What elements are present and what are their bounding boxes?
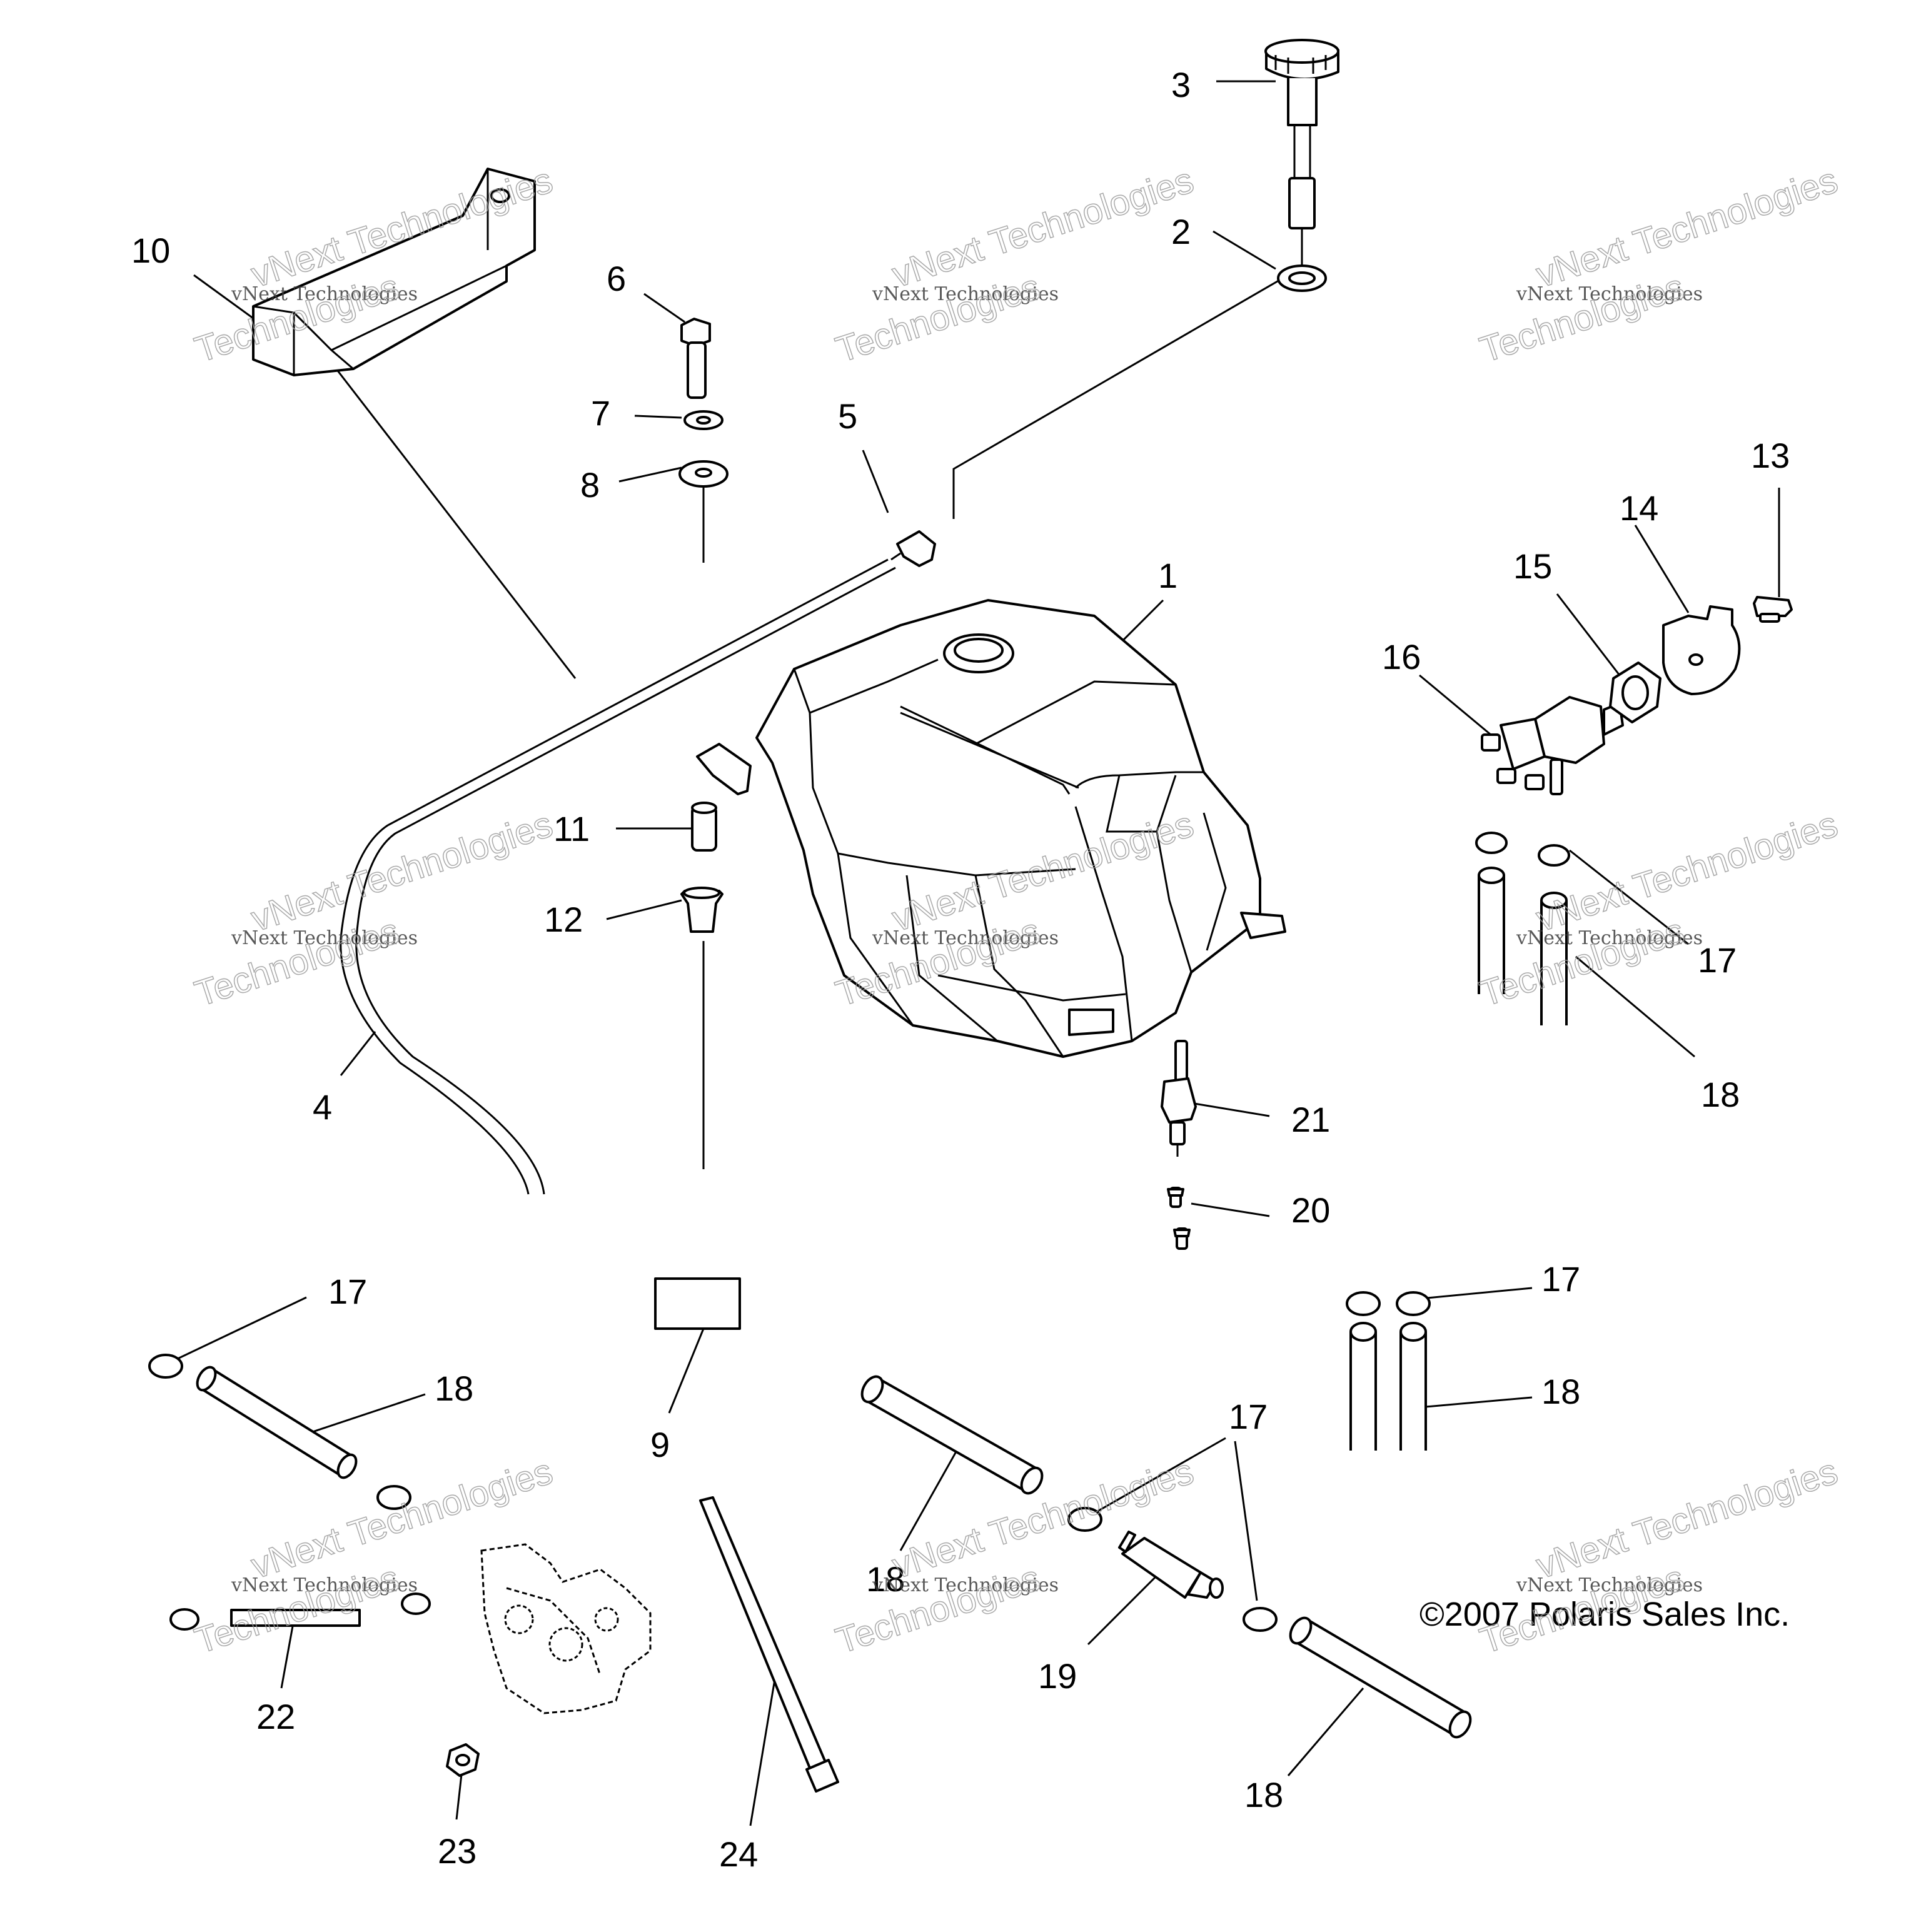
callout-label: 23 (438, 1831, 476, 1871)
hose-part (1478, 867, 1568, 1025)
callout-label: 5 (838, 396, 857, 436)
callout-labels: 1 2 3 4 5 6 7 8 9 10 11 12 13 14 15 16 1… (131, 65, 1790, 1874)
watermark-line: vNext Technologies (1531, 1451, 1842, 1586)
watermark-line: vNext Technologies (1516, 283, 1703, 305)
short-hose-part (169, 1592, 431, 1631)
callout-label: 4 (313, 1087, 332, 1127)
fuel-pump-part (1481, 696, 1624, 795)
callout-label: 9 (650, 1425, 670, 1464)
watermark-line: vNext Technologies (246, 803, 557, 939)
watermark-line: vNext Technologies (231, 283, 418, 305)
watermark-line: vNext Technologies (1516, 927, 1703, 949)
spacer-part (691, 802, 717, 852)
callout-label: 2 (1171, 212, 1191, 251)
callout-label: 19 (1038, 1656, 1077, 1696)
callout-label: 17 (1541, 1259, 1580, 1299)
clamp-part (148, 1354, 411, 1510)
nut-part (446, 1743, 480, 1777)
fuel-tank-part (696, 599, 1286, 1058)
cable-tie-part (699, 1496, 839, 1793)
callout-label: 18 (435, 1369, 473, 1408)
callout-label: 22 (256, 1697, 295, 1736)
callout-label: 17 (328, 1272, 367, 1311)
callout-label: 7 (591, 393, 610, 433)
bolt-part (680, 318, 711, 399)
retaining-nut-part (1609, 662, 1661, 723)
washer-large-part (678, 460, 729, 488)
hose-part (196, 1366, 358, 1479)
copyright-text: ©2007 Polaris Sales Inc. (1419, 1596, 1790, 1633)
clamp-part (1067, 1507, 1278, 1632)
callout-label: 1 (1158, 556, 1177, 595)
watermark: vNext Technologies vNext Technologies Te… (189, 1451, 558, 1662)
watermark-line: vNext Technologies (887, 159, 1198, 295)
cover-plate-part (1662, 605, 1741, 695)
callout-label: 16 (1382, 637, 1421, 677)
watermark-line: vNext Technologies (872, 1574, 1059, 1596)
clamp-part (1346, 1291, 1431, 1316)
washer-small-part (683, 410, 724, 430)
callout-label: 17 (1698, 940, 1737, 980)
callout-label: 18 (1244, 1775, 1283, 1814)
screw-part (1167, 1187, 1191, 1250)
clamp-part (1475, 832, 1570, 867)
callout-label: 18 (866, 1559, 905, 1599)
watermark-line: vNext Technologies (231, 927, 418, 949)
leader-lines (174, 80, 1780, 1826)
callout-label: 14 (1620, 488, 1658, 528)
label-part (654, 1277, 741, 1330)
vent-hose-part (340, 558, 896, 1195)
callout-label: 17 (1229, 1397, 1268, 1436)
hose-part (860, 1375, 1044, 1495)
callout-label: 18 (1541, 1372, 1580, 1411)
watermark-line: vNext Technologies (1516, 1574, 1703, 1596)
watermark: vNext Technologies vNext Technologies Te… (189, 803, 558, 1015)
watermark: vNext Technologies vNext Technologies Te… (1475, 803, 1843, 1015)
hose-part (1349, 1322, 1427, 1451)
watermark-line: vNext Technologies (872, 283, 1059, 305)
callout-label: 24 (719, 1834, 758, 1874)
callout-label: 11 (553, 809, 590, 848)
fuel-filter-part (1118, 1531, 1224, 1599)
callout-label: 3 (1171, 65, 1191, 104)
fuel-cap-part (1264, 39, 1339, 266)
callout-label: 18 (1701, 1075, 1740, 1114)
watermark-line: vNext Technologies (231, 1574, 418, 1596)
callout-label: 12 (544, 900, 583, 939)
seat-bracket-part (252, 168, 536, 376)
throttle-body-part (480, 1543, 652, 1714)
callout-label: 15 (1513, 546, 1552, 586)
watermark-line: vNext Technologies (872, 927, 1059, 949)
callout-label: 21 (1291, 1100, 1330, 1139)
fuel-valve-part (1161, 1040, 1197, 1157)
callout-label: 8 (580, 465, 600, 505)
watermark-line: vNext Technologies (1531, 803, 1842, 939)
screw-small-part (1753, 596, 1793, 623)
callout-label: 20 (1291, 1190, 1330, 1230)
watermark: vNext Technologies vNext Technologies Te… (830, 159, 1199, 371)
gasket-part (1277, 264, 1327, 292)
hose-part (1289, 1616, 1472, 1739)
callout-label: 10 (131, 231, 170, 270)
grommet-part (680, 887, 724, 933)
watermark-line: vNext Technologies (246, 1451, 557, 1586)
callout-label: 13 (1751, 436, 1790, 475)
callout-label: 6 (607, 259, 626, 298)
watermark: vNext Technologies vNext Technologies Te… (1475, 159, 1843, 371)
vent-fitting-part (890, 530, 936, 567)
watermark-line: vNext Technologies (1531, 159, 1842, 295)
